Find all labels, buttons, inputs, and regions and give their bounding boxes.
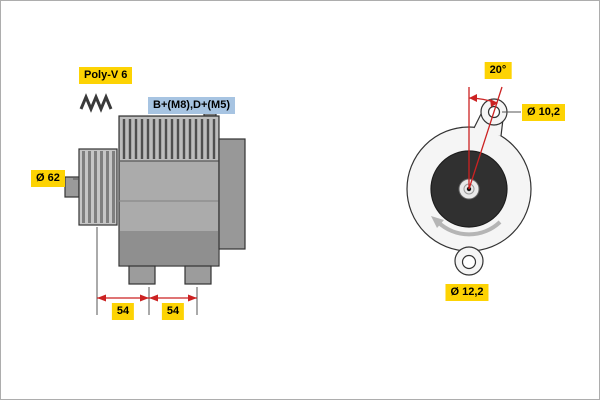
rotation-arrow-icon (431, 216, 502, 237)
alternator-side-view (64, 104, 246, 285)
angle-dimension (468, 86, 503, 190)
angle-20-label: 20° (484, 62, 512, 79)
dimension-54-group (96, 227, 198, 315)
pulley-diameter-label: Ø 62 (31, 170, 65, 187)
hole-top-diameter-label: Ø 10,2 (522, 104, 566, 121)
hole-bottom-diameter-label: Ø 12,2 (445, 284, 489, 301)
pulley-side (78, 148, 118, 226)
cooling-fins (119, 117, 219, 162)
belt-type-label: Poly-V 6 (79, 67, 133, 84)
mounting-ear-bottom (454, 246, 484, 276)
stator-body (118, 115, 220, 267)
rear-cover (218, 138, 246, 250)
bottom-mounting-hole (461, 254, 477, 270)
dim-54-right-label: 54 (161, 303, 185, 320)
mounting-foot (128, 265, 212, 285)
belt-profile-icon (79, 93, 113, 113)
alternator-front-view (406, 86, 532, 276)
shaft-end (64, 176, 80, 198)
terminal-label: B+(M8),D+(M5) (148, 97, 236, 114)
dim-54-left-label: 54 (111, 303, 135, 320)
